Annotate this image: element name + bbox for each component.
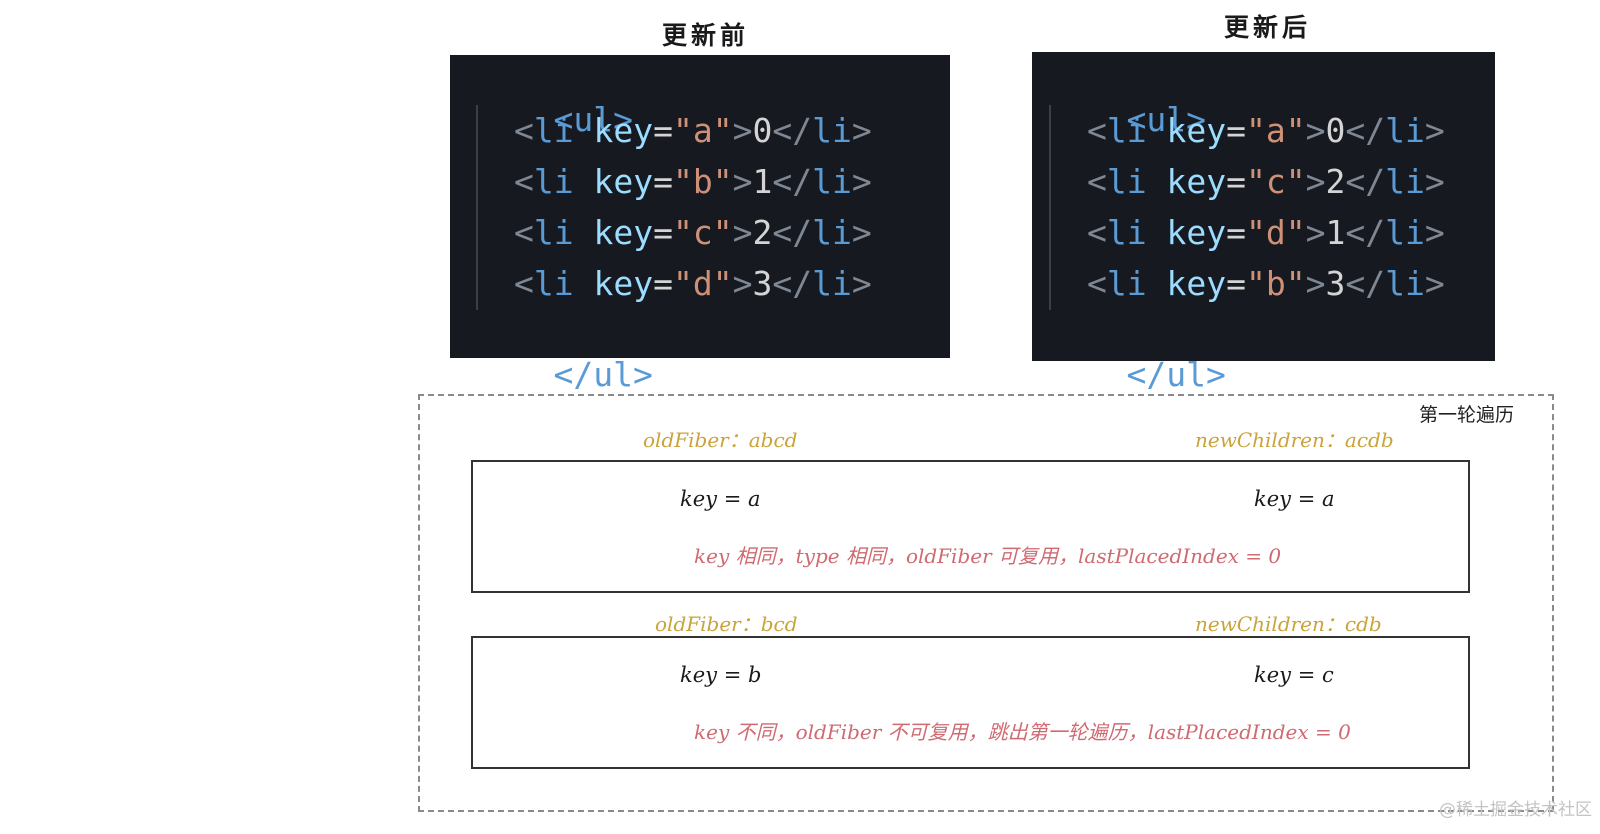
li-key: a <box>1265 111 1286 150</box>
step1-old-key: key = a <box>680 487 761 511</box>
ul-open-tag: <ul> <box>474 60 632 139</box>
indent-guide <box>476 105 478 310</box>
step2-box: key = b key = c key 不同，oldFiber 不可复用，跳出第… <box>471 636 1470 769</box>
li-line: <li key="c">2</li> <box>1087 162 1445 201</box>
ul-close-tag: </ul> <box>1047 315 1225 394</box>
li-key: b <box>1265 264 1286 303</box>
li-line: <li key="a">0</li> <box>1087 111 1445 150</box>
li-line: <li key="d">1</li> <box>1087 213 1445 252</box>
li-key: d <box>692 264 713 303</box>
step2-new-children: newChildren：cdb <box>1195 612 1382 636</box>
li-line: <li key="b">3</li> <box>1087 264 1445 303</box>
step2-new-key: key = c <box>1254 663 1334 687</box>
li-key: c <box>1265 162 1286 201</box>
step1-old-fiber: oldFiber：abcd <box>643 428 798 452</box>
after-code-panel: <ul> <li key="a">0</li> <li key="c">2</l… <box>1032 52 1495 394</box>
ul-open-text: <ul> <box>553 100 633 139</box>
step2-result: key 不同，oldFiber 不可复用，跳出第一轮遍历，lastPlacedI… <box>694 720 1351 744</box>
step1-new-key: key = a <box>1254 487 1335 511</box>
li-value: 1 <box>752 162 773 201</box>
ul-close-text: </ul> <box>553 355 653 394</box>
watermark: @稀土掘金技术社区 <box>1439 800 1592 820</box>
li-key: c <box>692 213 713 252</box>
li-value: 3 <box>752 264 773 303</box>
li-value: 2 <box>1325 162 1346 201</box>
step1-new-children: newChildren：acdb <box>1195 428 1394 452</box>
li-key: d <box>1265 213 1286 252</box>
li-line: <li key="a">0</li> <box>514 111 872 150</box>
step1-box: key = a key = a key 相同，type 相同，oldFiber … <box>471 460 1470 593</box>
li-value: 2 <box>752 213 773 252</box>
indent-guide <box>1049 105 1051 310</box>
ul-close-text: </ul> <box>1126 355 1226 394</box>
first-round-container <box>418 394 1554 812</box>
step2-old-key: key = b <box>680 663 762 687</box>
li-key: a <box>692 111 713 150</box>
ul-close-tag: </ul> <box>474 315 652 394</box>
step2-old-fiber: oldFiber：bcd <box>655 612 798 636</box>
ul-open-text: <ul> <box>1126 100 1206 139</box>
li-line: <li key="c">2</li> <box>514 213 872 252</box>
li-value: 0 <box>752 111 773 150</box>
before-code-panel: <ul> <li key="a">0</li> <li key="b">1</l… <box>450 55 950 394</box>
after-title: 更新后 <box>1224 13 1312 42</box>
li-value: 0 <box>1325 111 1346 150</box>
step1-result: key 相同，type 相同，oldFiber 可复用，lastPlacedIn… <box>694 544 1282 568</box>
li-value: 1 <box>1325 213 1346 252</box>
first-round-label: 第一轮遍历 <box>1419 404 1515 426</box>
li-line: <li key="d">3</li> <box>514 264 872 303</box>
before-title: 更新前 <box>662 21 750 50</box>
li-line: <li key="b">1</li> <box>514 162 872 201</box>
ul-open-tag: <ul> <box>1047 60 1205 139</box>
li-value: 3 <box>1325 264 1346 303</box>
li-key: b <box>692 162 713 201</box>
